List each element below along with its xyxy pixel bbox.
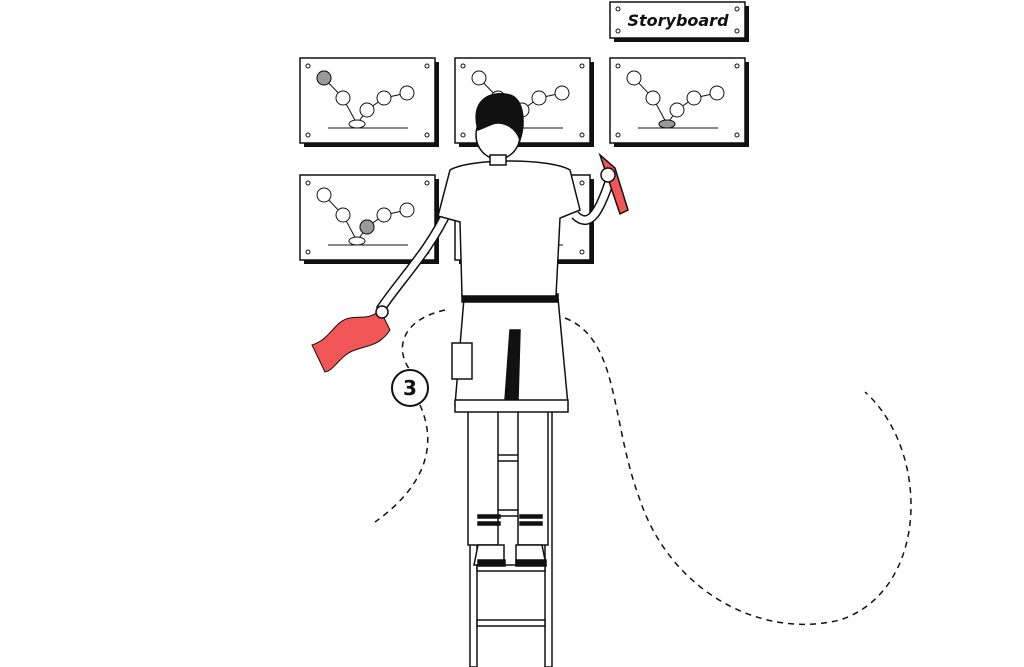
step-badge: 3: [391, 369, 429, 407]
dashed-path: [564, 317, 912, 625]
person: [375, 93, 615, 567]
storyboard-frame: [609, 57, 750, 148]
pencil-icon: [598, 152, 629, 216]
dashed-path: [401, 309, 446, 371]
dashed-path: [374, 404, 429, 523]
storyboard-frame: [299, 174, 440, 265]
red-paper: [311, 309, 391, 373]
storyboard-title: Storyboard: [627, 11, 729, 30]
storyboard-sign: Storyboard: [609, 1, 749, 42]
step-number: 3: [403, 376, 417, 400]
